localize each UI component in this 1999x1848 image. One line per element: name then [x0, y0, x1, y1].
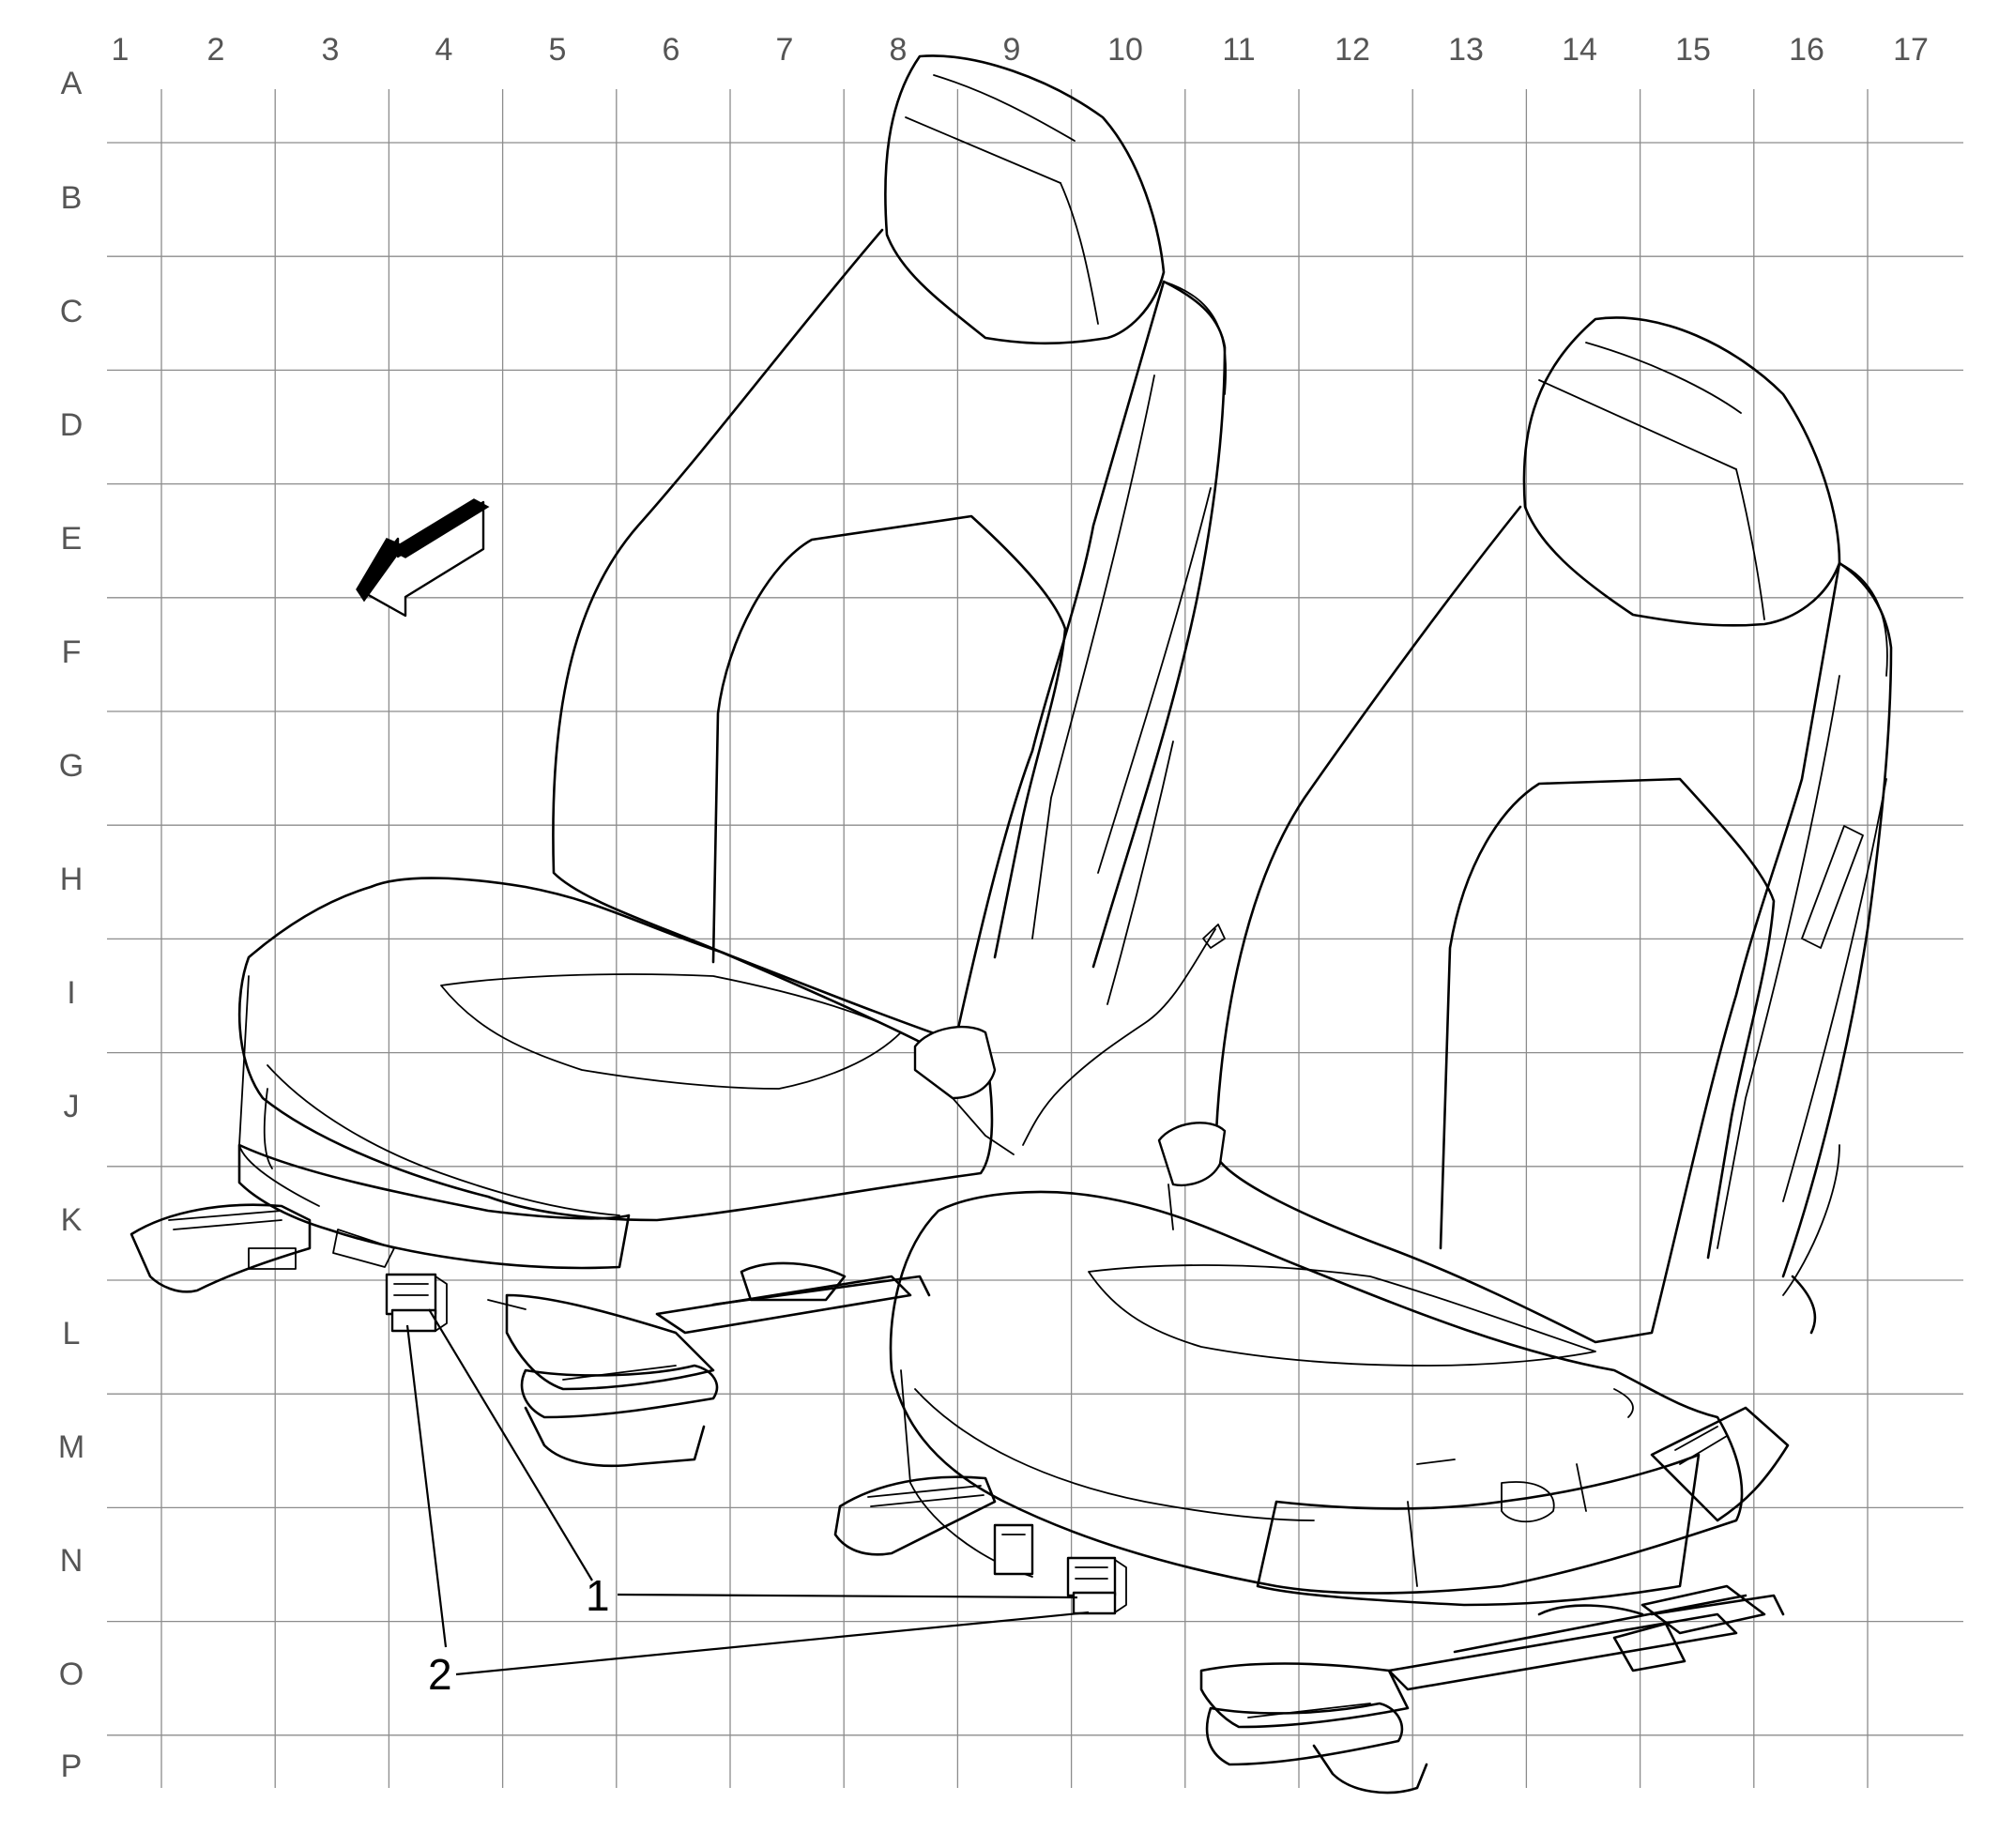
grid-column-label: 1: [112, 32, 130, 68]
grid-row-label: J: [64, 1089, 80, 1124]
grid-row-label: C: [60, 294, 84, 329]
grid-column-label: 2: [207, 32, 225, 68]
left-seat-headrest: [884, 54, 1166, 345]
left-seat-backrest-panel: [711, 514, 1067, 964]
callout-2-label: 2: [428, 1650, 452, 1699]
right-seat-illustration: [833, 316, 1893, 1795]
grid-row-label: E: [61, 521, 83, 557]
grid-row-label: A: [61, 66, 83, 101]
grid-row-label: N: [60, 1543, 84, 1579]
grid-column-label: 11: [1222, 32, 1255, 68]
grid-row-label: B: [61, 180, 83, 216]
grid-column-label: 12: [1335, 32, 1370, 68]
grid-row-label: H: [60, 862, 84, 897]
grid-row-label: P: [61, 1749, 83, 1784]
grid-row-label: D: [60, 407, 84, 443]
grid-row-label: K: [61, 1202, 83, 1238]
right-seat-connector: [993, 1523, 1127, 1615]
grid-row-label: G: [59, 748, 84, 784]
grid-column-label: 17: [1893, 32, 1929, 68]
grid-column-label: 10: [1107, 32, 1143, 68]
grid-column-label: 16: [1789, 32, 1824, 68]
grid-column-label: 8: [890, 32, 908, 68]
front-direction-arrow-icon: [356, 498, 490, 618]
left-seat-cushion: [237, 877, 994, 1222]
grid-column-label: 3: [322, 32, 340, 68]
right-seat-cushion: [889, 1190, 1744, 1595]
callout-1-label: 1: [586, 1571, 610, 1620]
grid-column-label: 13: [1448, 32, 1484, 68]
right-seat-backrest-panel: [1439, 777, 1776, 1260]
reference-grid: [107, 89, 1963, 1788]
row-labels: A B C D E F G H I J K L M N O P: [58, 66, 84, 1784]
left-seat-belt-buckle: [913, 1025, 997, 1100]
grid-row-label: O: [59, 1657, 84, 1692]
grid-column-label: 5: [549, 32, 567, 68]
grid-column-label: 14: [1562, 32, 1597, 68]
grid-row-label: L: [63, 1316, 81, 1352]
grid-column-label: 4: [435, 32, 453, 68]
grid-column-label: 9: [1003, 32, 1021, 68]
callout-leaders: [405, 1308, 1090, 1676]
grid-column-label: 6: [663, 32, 680, 68]
grid-row-label: M: [58, 1429, 84, 1465]
left-seat-connector: [385, 1273, 448, 1333]
left-seat-illustration: [130, 54, 1228, 1468]
grid-column-label: 15: [1675, 32, 1711, 68]
grid-column-label: 7: [776, 32, 794, 68]
left-seat-backrest: [552, 228, 1227, 1044]
right-seat-rail: [833, 1475, 997, 1556]
right-seat-backrest: [1213, 505, 1893, 1344]
left-seat-rail: [130, 1203, 312, 1293]
right-seat-headrest: [1522, 316, 1841, 627]
grid-row-label: I: [67, 975, 75, 1011]
grid-row-label: F: [62, 634, 82, 670]
right-seat-side-trim: [1650, 1406, 1790, 1522]
right-seat-belt-buckle: [1157, 1122, 1227, 1186]
